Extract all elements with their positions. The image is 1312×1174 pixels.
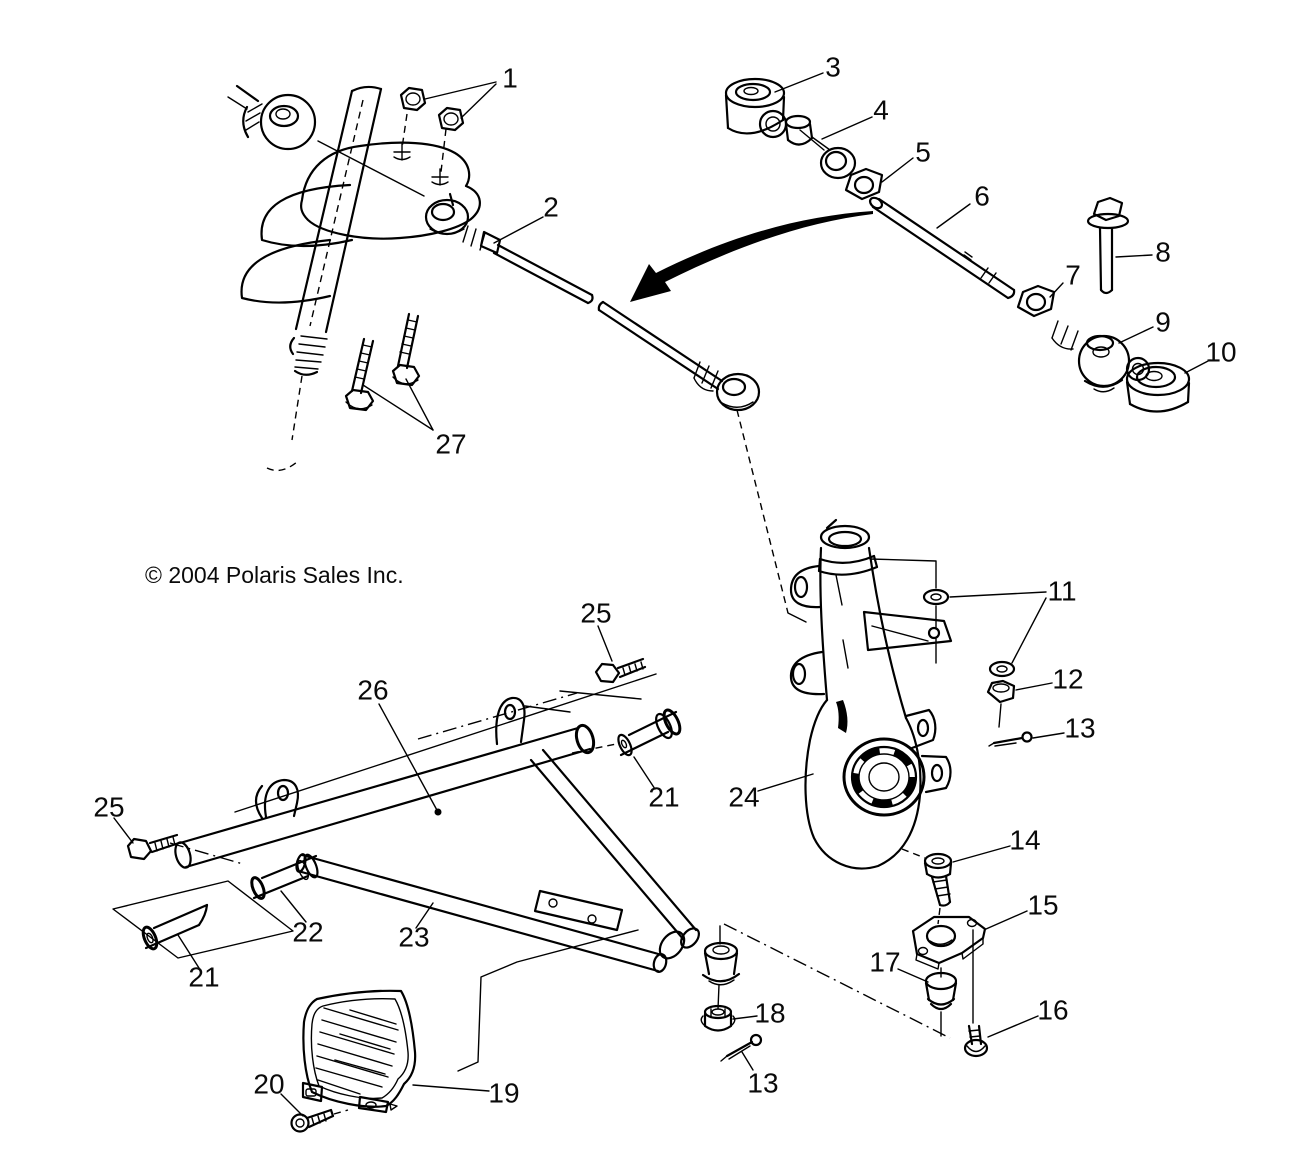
callout-5: 5: [915, 137, 931, 168]
callout-8: 8: [1155, 237, 1171, 268]
callout-17: 17: [869, 947, 900, 978]
callout-20: 20: [253, 1069, 284, 1100]
leader-lines: [113, 72, 1211, 1117]
callout-14: 14: [1009, 825, 1040, 856]
tie-rod-drawing: [424, 192, 761, 412]
callout-10: 10: [1205, 337, 1236, 368]
stud-nuts-drawing: [399, 86, 465, 132]
tie-rod-end-upper-left-drawing: [227, 84, 317, 151]
callout-11: 11: [1047, 576, 1076, 607]
callout-27: 27: [435, 429, 466, 460]
callout-23: 23: [398, 922, 429, 953]
steering-knuckle-drawing: [789, 518, 953, 870]
callout-26: 26: [357, 675, 388, 706]
callout-25-left: 25: [93, 792, 124, 823]
callout-16: 16: [1037, 995, 1068, 1026]
direction-arrow: [630, 211, 873, 302]
a-arm-drawing: [126, 657, 763, 1062]
copyright-notice: © 2004 Polaris Sales Inc.: [145, 562, 404, 588]
callout-24: 24: [728, 782, 759, 813]
ball-joint-stack-drawing: [911, 852, 989, 1058]
callout-4: 4: [873, 95, 889, 126]
a-arm-guard-drawing: [290, 989, 417, 1133]
callout-21-right: 21: [648, 782, 679, 813]
tie-rod-end-kit-drawing: [724, 77, 1191, 413]
callout-6: 6: [974, 181, 990, 212]
callout-21-left: 21: [188, 962, 219, 993]
callout-1: 1: [502, 63, 518, 94]
callout-13-upper: 13: [1064, 713, 1095, 744]
steering-stem-drawing: [240, 85, 481, 376]
callout-7: 7: [1065, 260, 1081, 291]
callout-2: 2: [543, 192, 559, 223]
callout-22: 22: [292, 917, 323, 948]
knuckle-hardware-drawing: [922, 588, 1033, 747]
callout-19: 19: [488, 1078, 519, 1109]
callout-12: 12: [1052, 664, 1083, 695]
callout-13-lower: 13: [747, 1068, 778, 1099]
callout-25-upper: 25: [580, 598, 611, 629]
callout-labels: 1 2 3 4 5 6 7 8 9 10 11 12 13 14 15 16 1…: [93, 52, 1236, 1109]
callout-3: 3: [825, 52, 841, 83]
callout-9: 9: [1155, 307, 1171, 338]
callout-18: 18: [754, 998, 785, 1029]
callout-15: 15: [1027, 890, 1058, 921]
construction-lines: [112, 99, 1002, 1115]
pivot-bolts-27-drawing: [344, 312, 421, 412]
